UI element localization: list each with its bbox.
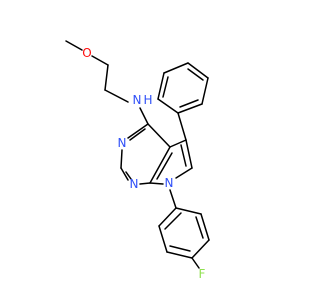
atom-amine-hydrogen: H: [143, 93, 152, 107]
bond-methyl-o: [65, 40, 83, 51]
bond-n7-c7a: [149, 182, 164, 185]
bond-ch2-nh: [104, 89, 129, 103]
bond-ph-3: [163, 62, 189, 74]
atom-amine-nitrogen: N: [133, 93, 142, 107]
bond-ph-6: [177, 103, 203, 114]
bond-fph-3-double: [169, 245, 191, 252]
bond-c5-c6: [185, 139, 193, 169]
atom-pyrimidine-nitrogen-3: N: [118, 136, 127, 150]
bond-fph-1: [158, 207, 177, 227]
bond-ph-4: [187, 62, 209, 79]
bond-c4-n3: [127, 123, 149, 139]
bond-c4a-c4: [147, 123, 171, 148]
bond-c5-c6-double: [180, 144, 187, 167]
bond-ph-5: [201, 77, 209, 105]
bond-n7-fphenyl: [169, 189, 177, 209]
atom-pyrrole-nitrogen: N: [165, 176, 174, 190]
atom-oxygen: O: [82, 46, 91, 60]
bond-fph-1-double: [164, 212, 182, 230]
bond-ph-1: [157, 98, 179, 114]
bond-ph-6-double: [179, 99, 199, 108]
bond-ph-2-double: [162, 76, 169, 98]
bond-ch2-ch2: [104, 64, 109, 91]
atom-labels: O N H N N N F: [82, 46, 205, 281]
bond-n1-c7a: [139, 182, 151, 185]
bond-c4-n3-double: [129, 128, 146, 141]
bond-o-ch2: [91, 55, 109, 66]
molecule-structure: O N H N N N F: [65, 40, 210, 281]
bond-c4a-c5: [169, 139, 187, 148]
bond-lines: [65, 40, 210, 269]
bond-c6-n7: [175, 167, 193, 179]
bond-c5-phenyl: [177, 112, 187, 141]
bond-c7a-c4a-double: [156, 152, 173, 180]
bond-fph-4: [191, 239, 210, 259]
bond-c7a-c4a: [149, 146, 171, 184]
bond-fph-5-double: [195, 216, 204, 239]
bond-nh-c4: [139, 107, 149, 125]
bond-fph-5: [200, 213, 210, 241]
bond-fph-3: [166, 251, 193, 259]
bond-c2-n1-double: [125, 171, 132, 180]
bond-c2-n1: [120, 167, 129, 181]
bond-fph-2: [158, 225, 168, 253]
bond-fph-6: [175, 207, 202, 215]
atom-pyrimidine-nitrogen-1: N: [130, 177, 139, 191]
bond-ph-2: [157, 72, 165, 100]
bond-fph-f: [191, 257, 200, 269]
bond-n3-c2: [120, 149, 123, 169]
atom-fluorine: F: [199, 267, 206, 281]
bond-ph-4-double: [187, 68, 204, 81]
